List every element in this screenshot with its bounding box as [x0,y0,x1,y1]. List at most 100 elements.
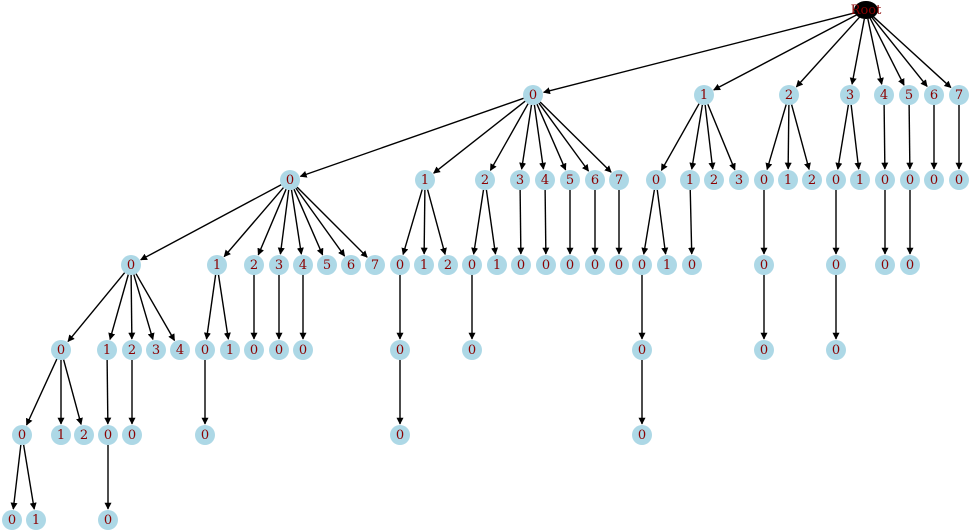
edge-0-0-0-to-0-0-0-4 [135,273,176,342]
node-2-0-0-0: 0 [754,340,774,360]
edge-root-to-2 [795,16,861,88]
node-shape [390,425,410,445]
node-shape [900,255,920,275]
edge-0-0-0-1-to-0-0-0-1-0 [104,359,112,425]
node-0-1-2: 2 [438,255,458,275]
node-shape [875,255,895,275]
node-label: 4 [880,88,888,103]
node-label: 0 [906,173,914,188]
node-shape [535,170,555,190]
node-shape [779,85,799,105]
node-label: 2 [250,258,258,273]
edge-root-to-3 [849,18,866,85]
node-2: 2 [779,85,799,105]
edge-3-to-3-0 [835,104,850,170]
node-3: 3 [840,85,860,105]
node-1-0-0-0: 0 [632,340,652,360]
node-shape [536,255,556,275]
node-label: 0 [201,343,209,358]
edge-0-0-0-to-0-0-0-2 [128,274,136,340]
node-label: 0 [299,343,307,358]
node-label: 4 [176,343,184,358]
node-label: 7 [371,258,379,273]
node-label: 4 [541,173,549,188]
edge-0-4-to-0-4-0 [542,189,550,255]
node-1-3: 3 [729,170,749,190]
node-shape [51,425,71,445]
edge-3-to-3-1 [850,104,862,170]
edge-root-to-5 [869,17,905,86]
node-shape [657,255,677,275]
edge-0-0-0-0-to-0-0-0-0-0 [25,358,58,426]
node-label: 0 [104,428,112,443]
node-label: 1 [663,258,671,273]
node-label: 0 [832,173,840,188]
node-4-0: 0 [875,170,895,190]
node-3-0: 0 [826,170,846,190]
edge-0-0-0-0-0-to-0-0-0-0-0-1 [22,444,37,510]
node-label: 0 [286,173,294,188]
node-0-0-0-0-0: 0 [12,425,32,445]
node-shape [900,170,920,190]
node-0-7: 7 [609,170,629,190]
node-0-4-0: 0 [536,255,556,275]
node-0-1-1: 1 [414,255,434,275]
node-shape [415,170,435,190]
node-label: 0 [275,343,283,358]
node-0-0-0-3: 3 [146,340,166,360]
node-shape [74,425,94,445]
node-shape [694,85,714,105]
node-0-0-6: 6 [341,255,361,275]
node-shape [390,255,410,275]
node-label: 6 [347,258,355,273]
edge-root-to-7 [872,15,952,89]
node-label: 1 [213,258,221,273]
edge-0-0-0-0-0-to-0-0-0-0-0-0 [10,444,22,510]
node-shape [98,425,118,445]
node-shape [510,170,530,190]
node-0-1-0: 0 [390,255,410,275]
node-0-3: 3 [510,170,530,190]
node-label: 0 [591,258,599,273]
node-3-0-0-0: 0 [826,340,846,360]
node-shape [2,510,22,530]
node-0-0-0-0-0-1: 1 [26,510,46,530]
node-root: Root [851,1,882,19]
node-shape [949,85,969,105]
node-0-0-0-0-2: 2 [74,425,94,445]
node-shape [729,170,749,190]
node-label: 0 [652,173,660,188]
node-shape [899,85,919,105]
edge-0-0-to-0-0-1 [223,187,285,258]
node-label: 0 [832,343,840,358]
node-0-1-0-0: 0 [390,340,410,360]
node-0-2-0: 0 [462,255,482,275]
node-shape [511,255,531,275]
edge-4-to-4-0 [881,104,889,170]
node-label: 0 [18,428,26,443]
edge-5-to-5-0 [906,104,914,170]
node-shape [840,85,860,105]
node-label: 0 [760,343,768,358]
node-shape [754,340,774,360]
node-0-5: 5 [560,170,580,190]
node-shape [826,340,846,360]
edge-1-0-to-1-0-1 [656,189,669,255]
node-0-0-0-4: 4 [170,340,190,360]
node-0-0-0: 0 [121,255,141,275]
node-label: 1 [421,173,429,188]
node-shape [632,340,652,360]
node-1-0-0: 0 [632,255,652,275]
node-label: 2 [80,428,88,443]
edge-0-0-0-to-0-0-0-3 [133,274,155,341]
node-label: 7 [615,173,623,188]
edge-0-0-1-to-0-0-1-1 [217,274,231,340]
node-0-0-5: 5 [317,255,337,275]
edge-0-to-0-6 [538,102,590,172]
node-shape [195,425,215,445]
edge-0-to-0-7 [539,101,612,173]
edge-2-to-2-0 [765,104,787,171]
edge-0-to-0-0 [299,97,524,178]
node-label: 0 [8,513,16,528]
